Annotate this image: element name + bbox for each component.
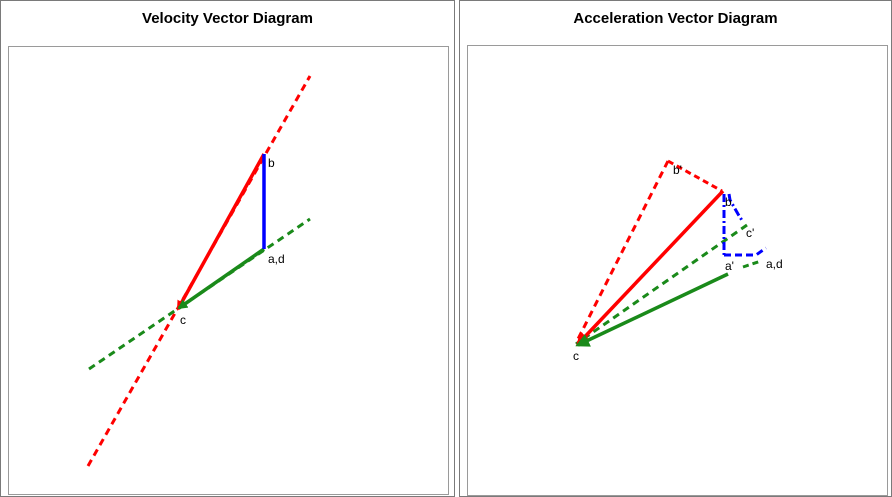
acceleration-red-dashed-bprime-c	[574, 160, 670, 344]
acceleration-green-dashed-ad	[742, 259, 762, 269]
velocity-label-c: c	[180, 313, 186, 327]
acceleration-label-a-prime: a'	[725, 259, 734, 273]
acceleration-label-b: b	[725, 195, 732, 209]
acceleration-green-vector-c	[575, 272, 729, 347]
acceleration-label-c-prime: c'	[746, 226, 754, 240]
acceleration-red-dashed-bprime-b	[667, 159, 723, 193]
velocity-red-dashed-line	[86, 75, 312, 467]
acceleration-diagram-panel: Acceleration Vector Diagram	[459, 0, 892, 497]
velocity-label-ad: a,d	[268, 252, 285, 266]
acceleration-diagram-title: Acceleration Vector Diagram	[573, 10, 778, 27]
velocity-label-b: b	[268, 156, 275, 170]
velocity-vector-svg: b a,d c	[86, 75, 312, 467]
acceleration-vector-svg: b' b c' a' a,d c	[573, 159, 783, 363]
acceleration-label-b-prime: b'	[673, 163, 682, 177]
acceleration-blue-dashdot-b-cprime	[727, 193, 745, 223]
acceleration-blue-dashed-aprime-ad	[724, 246, 767, 257]
acceleration-label-c: c	[573, 349, 579, 363]
acceleration-red-vector-bc	[575, 189, 725, 347]
acceleration-plot-area: b' b c' a' a,d c	[467, 45, 888, 496]
velocity-diagram-title: Velocity Vector Diagram	[142, 10, 313, 27]
acceleration-green-dashed-cprime-c	[575, 223, 748, 346]
velocity-red-vector-bc	[176, 153, 266, 311]
velocity-diagram-panel: Velocity Vector Diagram b a,d c	[0, 0, 455, 497]
acceleration-label-ad: a,d	[766, 257, 783, 271]
velocity-green-vector-ac	[177, 247, 265, 310]
velocity-plot-area: b a,d c	[8, 46, 449, 495]
